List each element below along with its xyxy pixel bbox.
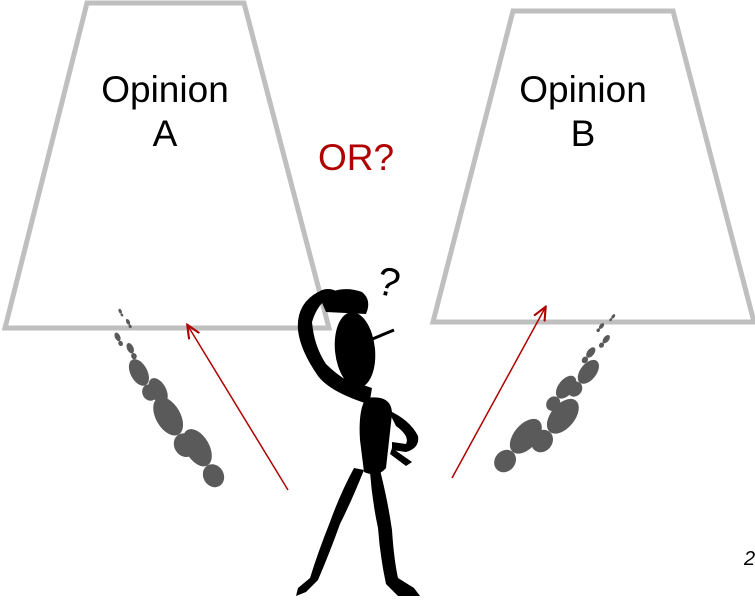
opinion-a-shape [1,0,333,331]
right-footprints-icon [488,313,617,478]
thinking-person-icon [296,289,420,596]
left-footprints-icon [113,308,230,492]
opinion-a-title: Opinion [101,69,229,110]
opinion-b-label: Opinion B [488,68,678,156]
opinion-a-label: Opinion A [70,68,260,156]
arrow-to-opinion-b [451,308,545,479]
opinion-a-letter: A [152,113,178,154]
or-label: OR? [318,137,395,178]
opinion-b-title: Opinion [519,69,647,110]
arrow-to-opinion-a [188,326,289,491]
opinion-b-letter: B [570,113,596,154]
corner-page-mark: 2 [744,548,755,570]
opinion-b-shape [429,8,755,325]
thought-question-mark: ? [373,259,404,307]
